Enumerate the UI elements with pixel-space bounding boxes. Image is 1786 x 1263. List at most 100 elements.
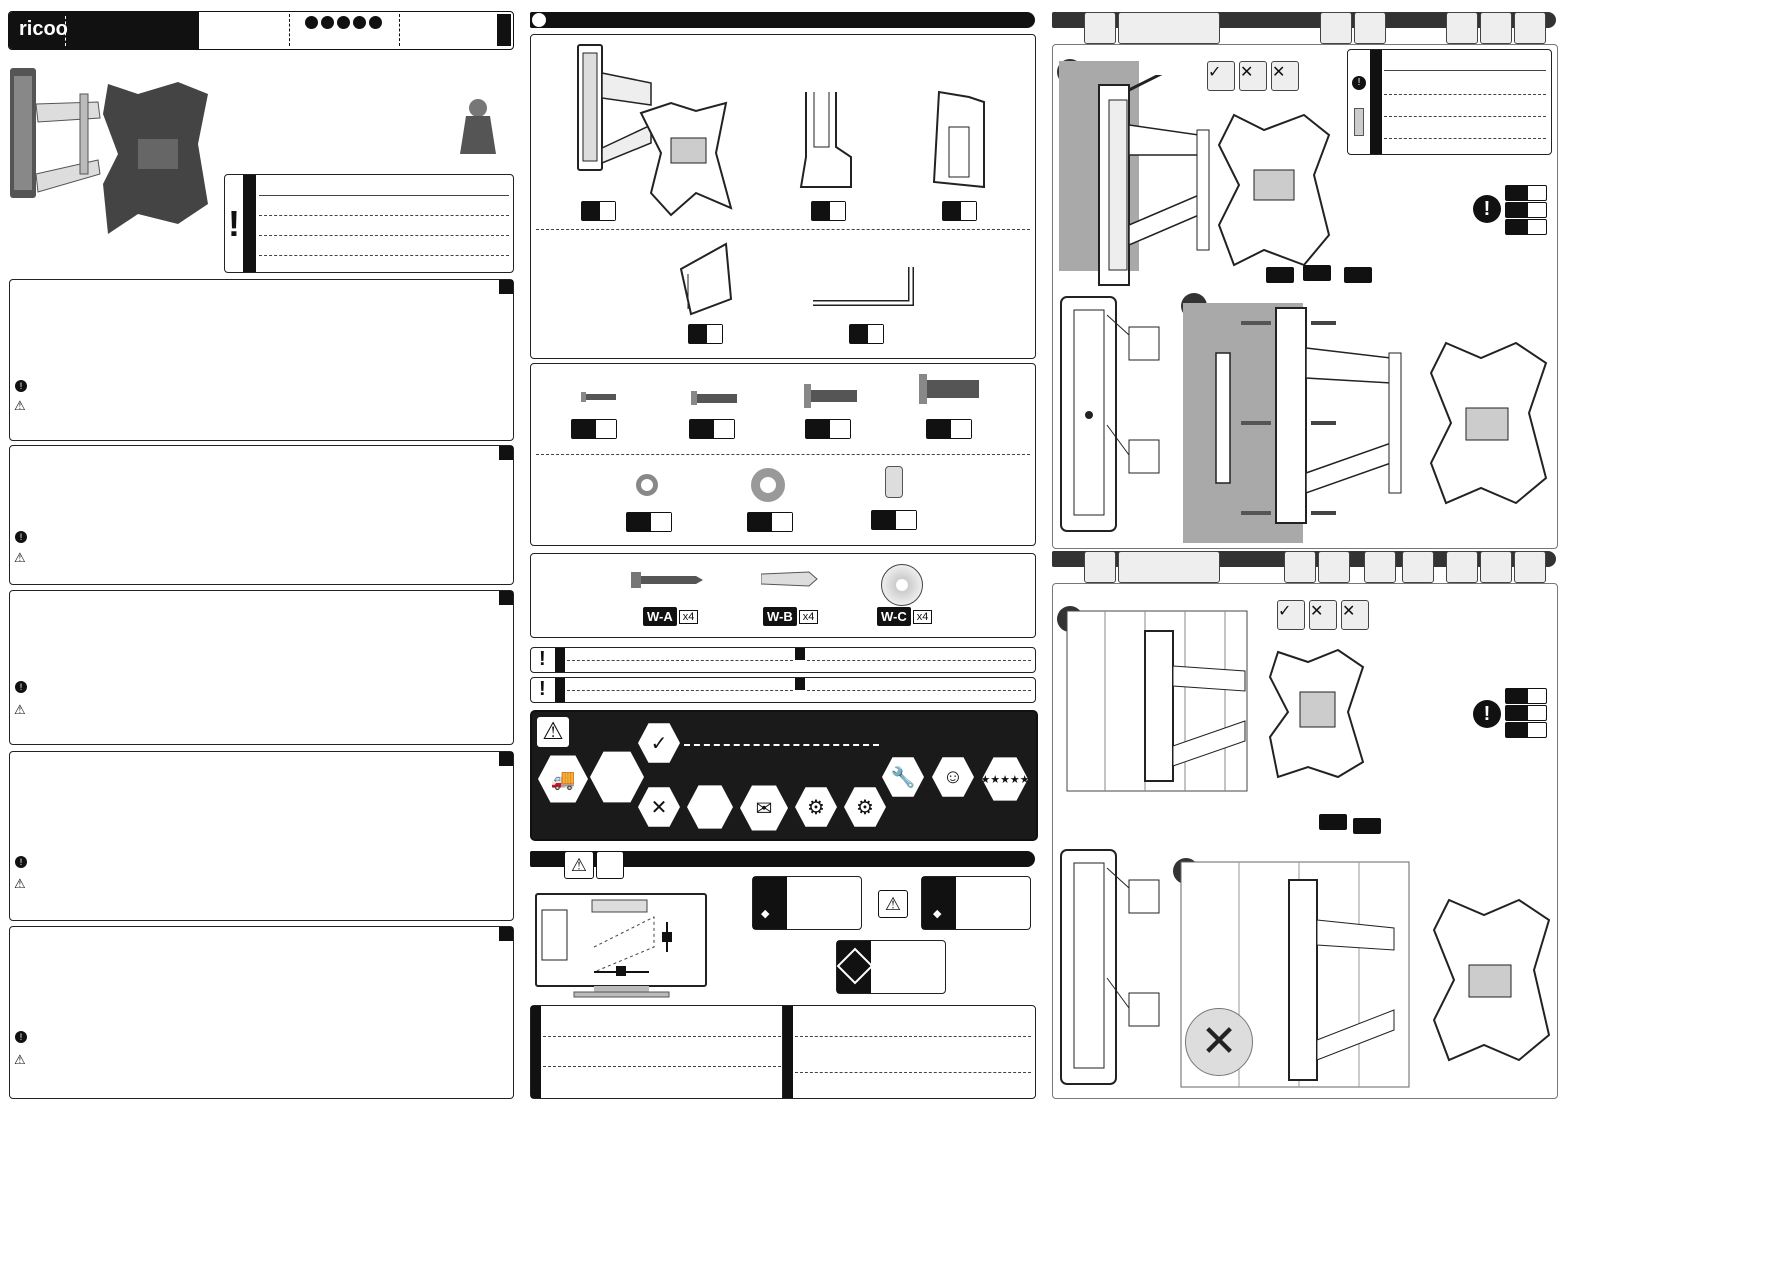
hardware-tag (1319, 814, 1347, 830)
rule (259, 255, 509, 256)
quantity-pill (571, 419, 617, 439)
rule (807, 660, 1031, 661)
parts-icon (531, 12, 547, 28)
rule (1384, 70, 1546, 71)
quantity-pill (926, 419, 972, 439)
rating-dot (321, 16, 334, 29)
screw-m6-illustration (804, 384, 859, 415)
mounted-bracket-illustration (1179, 860, 1553, 1095)
level-icon (1284, 551, 1316, 583)
exclamation-icon: ! (539, 648, 546, 670)
spec-tag (1505, 705, 1547, 721)
wall-bracket-illustration (576, 43, 736, 223)
level-check-icons: ✓ ✕ ✕ (1277, 600, 1369, 630)
info-icon: ! (1473, 195, 1501, 223)
rule (259, 215, 509, 216)
section-header (530, 12, 1035, 28)
divider (289, 14, 290, 46)
rating-dots (305, 16, 382, 29)
replacement-icon: ⚙ (844, 787, 886, 827)
washer-small-illustration (636, 474, 658, 496)
wood-studs-illustration (1065, 606, 1250, 801)
header-bar: ricoo (8, 11, 514, 50)
horizontal-arrow-icon: ◆ (761, 908, 770, 920)
hardware-code: W-B (763, 607, 797, 626)
drill-icon (1354, 12, 1386, 44)
vesa-plate-illustration (1268, 642, 1368, 787)
note-row: ! (530, 677, 1036, 703)
rating-dot (337, 16, 350, 29)
warning-icon: ⚠ (14, 1052, 26, 1067)
spec-card-bar (922, 877, 956, 929)
screw-m4-illustration (581, 390, 621, 409)
rule (259, 235, 509, 236)
screw-m5-illustration (691, 390, 741, 413)
spec-card-vertical: ◆ (921, 876, 1031, 930)
tv-screen-icon (534, 892, 709, 1007)
info-icon: ! (15, 380, 27, 392)
warning-icon: ⚠ (564, 851, 594, 879)
info-icon: ! (1352, 76, 1366, 90)
hardware-code: W-A (643, 607, 677, 626)
section-tab (499, 752, 513, 766)
hardware-qty: x4 (678, 609, 699, 624)
row-bar (555, 648, 565, 672)
notes-table (530, 1005, 1036, 1099)
row-bar (795, 678, 805, 690)
vertical-divider (782, 1006, 783, 1098)
spec-tag (1505, 219, 1547, 235)
section-header (530, 851, 1035, 867)
rule (567, 690, 793, 691)
brick-wall-icon (1084, 12, 1116, 44)
wall-plug-illustration (760, 568, 819, 595)
section-tab (499, 927, 513, 941)
no-wall-plug-icon: ✕ (1185, 1008, 1253, 1076)
info-icon: ! (1473, 700, 1501, 728)
cross-icon: ✕ (1271, 61, 1299, 91)
hammer-icon (1514, 551, 1546, 583)
wall-screw-illustration (631, 570, 703, 595)
exclamation-icon: ! (539, 678, 546, 700)
tool-header (1052, 12, 1556, 44)
bracket-template-illustration (1059, 295, 1169, 540)
screws-box (530, 363, 1036, 546)
warning-icon: ⚠ (14, 550, 26, 565)
quantity-pill (811, 201, 846, 221)
rule (259, 195, 509, 196)
damaged-box-icon (687, 785, 733, 829)
quantity-pill (626, 512, 672, 532)
allen-key-illustration (811, 263, 923, 318)
info-icon: ! (15, 531, 27, 543)
wall-washer-illustration (881, 564, 923, 606)
rule (536, 229, 1030, 230)
notice-bar (1370, 50, 1382, 154)
divider (399, 14, 400, 46)
hook-illustration (676, 239, 736, 324)
pencil-icon (1446, 551, 1478, 583)
quantity-pill (871, 510, 917, 530)
brand-panel: ricoo (9, 12, 199, 49)
rule (807, 690, 1031, 691)
screwdriver-icon (1480, 12, 1512, 44)
language-section: ! ⚠ (9, 590, 514, 745)
bracket-template-illustration (1059, 848, 1169, 1093)
row-bar (531, 1006, 541, 1098)
language-section: ! ⚠ (9, 926, 514, 1099)
section-tab (499, 280, 513, 294)
quantity-pill (942, 201, 977, 221)
row-bar (783, 1006, 793, 1098)
level-icon (1320, 12, 1352, 44)
logo-icon: ricoo (19, 18, 68, 40)
spacer-illustration (885, 466, 903, 498)
cross-icon: ✕ (638, 787, 680, 827)
info-icon: ! (15, 681, 27, 693)
mounted-bracket-illustration (1211, 303, 1551, 548)
warning-icon: ⚠ (14, 398, 26, 413)
spec-tag (1505, 722, 1547, 738)
vertical-arrow-icon: ◆ (933, 908, 942, 920)
warning-icon: ⚠ (878, 890, 908, 918)
rule (1384, 94, 1546, 95)
quantity-pill (747, 512, 793, 532)
drill-icon (1364, 551, 1396, 583)
